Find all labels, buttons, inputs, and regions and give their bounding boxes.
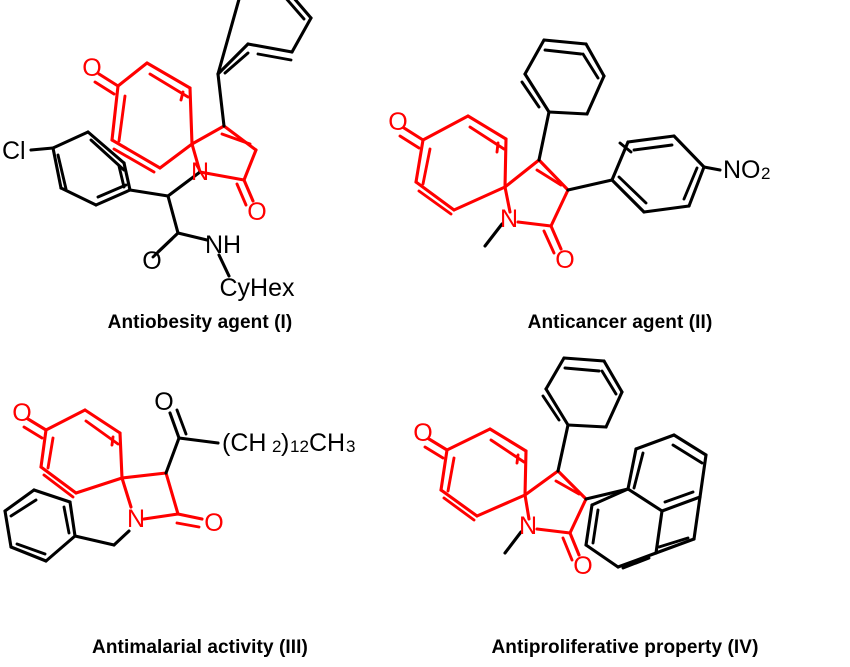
atom-label-oxygen-dienone-II: O: [388, 108, 407, 136]
cyclohexadienone-ring-IV: [423, 427, 528, 522]
azetidinone-ring-III: [120, 471, 204, 529]
atom-label-nitrogen-I: N: [191, 158, 209, 186]
atom-label-cyclohexyl-I: CyHex: [219, 274, 295, 302]
atom-label-chlorine-I: Cl: [2, 137, 26, 165]
svg-text:2: 2: [761, 164, 770, 183]
chlorophenyl-ring-I: [29, 130, 170, 207]
benzyl-group-III: [3, 488, 131, 563]
svg-text:3: 3: [346, 437, 355, 456]
n-methyl-bond-II: [483, 222, 504, 248]
acyl-chain-III: [164, 408, 220, 475]
pyrrolinone-ring-I: [190, 124, 258, 207]
svg-text:2: 2: [272, 437, 281, 456]
nitrophenyl-ring-II: [566, 134, 722, 214]
atom-label-oxygen-lactam-II: O: [555, 246, 574, 274]
structure-I-drawing: O N O Cl O NH CyHex: [2, 0, 313, 302]
atom-label-nitrogen-III: N: [127, 505, 145, 533]
caption-structure-II: Anticancer agent (II): [527, 312, 713, 333]
svg-text:12: 12: [290, 437, 309, 456]
n-methyl-bond-IV: [503, 530, 523, 555]
atom-label-oxygen-lactam-I: O: [247, 198, 266, 226]
atom-label-oxygen-dienone-III: O: [12, 399, 31, 427]
phenyl-ring-IV: [541, 356, 624, 473]
svg-text:(CH: (CH: [222, 429, 266, 457]
svg-text:): ): [281, 429, 289, 457]
atom-label-oxygen-dienone-I: O: [82, 54, 101, 82]
phenyl-ring-I: [216, 0, 313, 128]
acetamide-chain-I: [151, 170, 231, 278]
atom-label-oxygen-amide-I: O: [142, 247, 161, 275]
structure-II-drawing: O N O NO 2: [388, 38, 770, 274]
structure-panel-II: O N O NO 2: [388, 0, 850, 310]
caption-structure-III: Antimalarial activity (III): [92, 637, 308, 658]
caption-structure-I: Antiobesity agent (I): [107, 312, 293, 333]
atom-label-oxygen-dienone-IV: O: [413, 419, 432, 447]
naphthalenyl-group-IV: [584, 433, 708, 570]
atom-label-nitro-group-II: NO 2: [723, 156, 770, 184]
cyclohexadienone-ring-II: [398, 114, 508, 216]
pyrrolinone-ring-IV: [523, 469, 588, 562]
structure-III-drawing: O O N O (CH 2 ) 12 CH 3: [3, 388, 355, 563]
structure-panel-III: O O N O (CH 2 ) 12 CH 3: [0, 355, 400, 630]
svg-text:CH: CH: [309, 429, 345, 457]
atom-label-nitrogen-II: N: [500, 205, 518, 233]
cyclohexadienone-ring-I: [93, 61, 194, 174]
caption-structure-IV: Antiproliferative property (IV): [491, 637, 759, 658]
atom-label-amide-nh-I: NH: [205, 231, 241, 259]
pyrrolinone-ring-II: [503, 158, 570, 255]
atom-label-oxygen-acyl-III: O: [154, 388, 173, 416]
atom-label-alkyl-chain-III: (CH 2 ) 12 CH 3: [222, 429, 355, 457]
structure-IV-drawing: O N O: [413, 356, 708, 580]
structure-panel-I: O N O Cl O NH CyHex: [0, 0, 400, 310]
atom-label-nitrogen-IV: N: [519, 512, 537, 540]
structure-panel-IV: O N O: [400, 355, 850, 630]
svg-text:NO: NO: [723, 156, 761, 184]
cyclohexadienone-ring-III: [22, 408, 124, 499]
atom-label-oxygen-lactam-III: O: [204, 509, 223, 537]
atom-label-oxygen-lactam-IV: O: [573, 552, 592, 580]
phenyl-ring-II: [520, 38, 606, 162]
